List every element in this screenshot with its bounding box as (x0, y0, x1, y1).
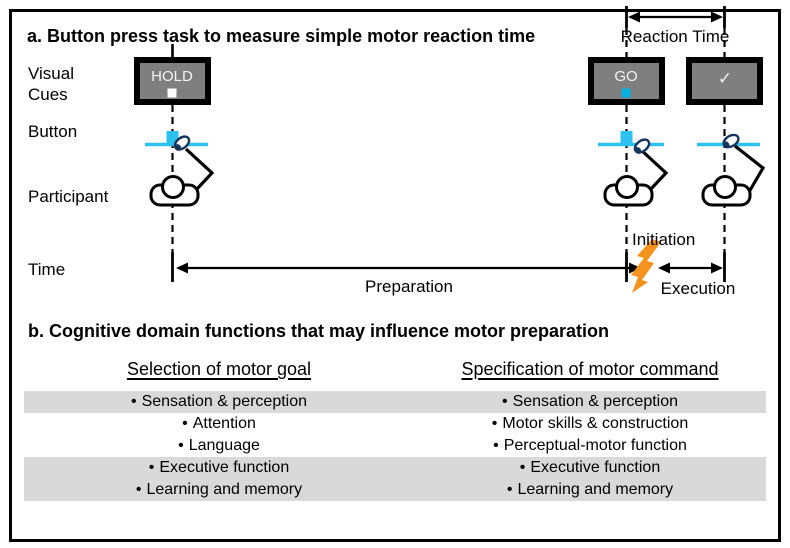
go-cue-square (621, 88, 631, 98)
table-row: •Executive function •Executive function (24, 457, 766, 479)
panel-b-title: b. Cognitive domain functions that may i… (28, 321, 610, 341)
head (615, 175, 639, 199)
finger-icon (722, 133, 740, 149)
table-row: •Language •Perceptual-motor function (24, 435, 766, 457)
panel-a-diagram: a. Button press task to measure simple m… (27, 6, 766, 298)
bullet-icon: • (491, 415, 498, 432)
arm (638, 147, 669, 192)
table-cell: •Motor skills & construction (414, 413, 766, 435)
item-label: Learning and memory (517, 481, 674, 498)
button-go (598, 131, 664, 147)
table-cell: •Executive function (414, 457, 766, 479)
arrowhead-left (628, 11, 640, 23)
go-cue-text: GO (614, 68, 637, 85)
preparation-label: Preparation (365, 277, 453, 296)
table-cell: •Learning and memory (24, 479, 414, 501)
column-header-specification: Specification of motor command (461, 359, 719, 379)
table-cell: •Language (24, 435, 414, 457)
monitor-check: ✓ (686, 57, 763, 105)
preparation-arrow (176, 262, 641, 274)
table-cell: •Sensation & perception (24, 391, 414, 413)
label-time: Time (28, 260, 65, 279)
arm (184, 147, 215, 192)
table-row: •Attention •Motor skills & construction (24, 413, 766, 435)
table-cell: •Perceptual-motor function (414, 435, 766, 457)
table-row: •Sensation & perception •Sensation & per… (24, 391, 766, 413)
item-label: Motor skills & construction (502, 415, 689, 432)
arm (734, 144, 766, 193)
hold-cue-square (167, 88, 177, 98)
finger-icon (633, 138, 651, 154)
reaction-time-bracket: Reaction Time (621, 6, 730, 46)
item-label: Sensation & perception (141, 393, 308, 410)
item-label: Learning and memory (146, 481, 303, 498)
check-icon: ✓ (718, 69, 732, 88)
item-label: Executive function (530, 459, 661, 476)
monitor-hold: HOLD (134, 57, 211, 105)
item-label: Language (188, 437, 260, 454)
monitor-go: GO (588, 57, 665, 105)
cognitive-domain-table: •Sensation & perception •Sensation & per… (24, 391, 766, 501)
table-cell: •Learning and memory (414, 479, 766, 501)
bullet-icon: • (182, 415, 188, 432)
row-labels: Visual Cues Button Participant Time (28, 64, 109, 279)
label-participant: Participant (28, 187, 109, 206)
head (713, 175, 737, 199)
reaction-time-label: Reaction Time (621, 27, 730, 46)
execution-label: Execution (661, 279, 736, 298)
finger-icon (173, 135, 191, 151)
label-button: Button (28, 122, 77, 141)
execution-arrow (658, 262, 723, 274)
bullet-icon: • (506, 481, 513, 498)
item-label: Perceptual-motor function (503, 437, 687, 454)
bullet-icon: • (519, 459, 526, 476)
monitor-screen (686, 57, 763, 105)
lightning-bolt-icon (631, 239, 661, 293)
item-label: Executive function (159, 459, 290, 476)
column-header-selection: Selection of motor goal (126, 359, 312, 379)
bullet-icon: • (148, 459, 155, 476)
label-visual-cues-line1: Visual (28, 64, 74, 83)
item-label: Attention (192, 415, 256, 432)
participant-go (603, 138, 669, 207)
table-row: •Learning and memory •Learning and memor… (24, 479, 766, 501)
item-label: Sensation & perception (512, 393, 679, 410)
label-visual-cues-line2: Cues (28, 85, 68, 104)
bullet-icon: • (493, 437, 499, 454)
bullet-icon: • (178, 437, 184, 454)
participant-hold (149, 135, 215, 207)
button-key-up (620, 131, 633, 145)
table-cell: •Executive function (24, 457, 414, 479)
table-cell: •Attention (24, 413, 414, 435)
participant-press (701, 133, 766, 207)
initiation-label: Initiation (632, 230, 695, 249)
hold-cue-text: HOLD (151, 68, 193, 85)
bullet-icon: • (130, 393, 137, 410)
arrowhead-right (711, 11, 723, 23)
bullet-icon: • (135, 481, 142, 498)
bullet-icon: • (501, 393, 508, 410)
panel-a-title: a. Button press task to measure simple m… (27, 26, 535, 46)
time-axis: Initiation Preparation Execution (171, 230, 736, 298)
table-cell: •Sensation & perception (414, 391, 766, 413)
head (161, 175, 185, 199)
